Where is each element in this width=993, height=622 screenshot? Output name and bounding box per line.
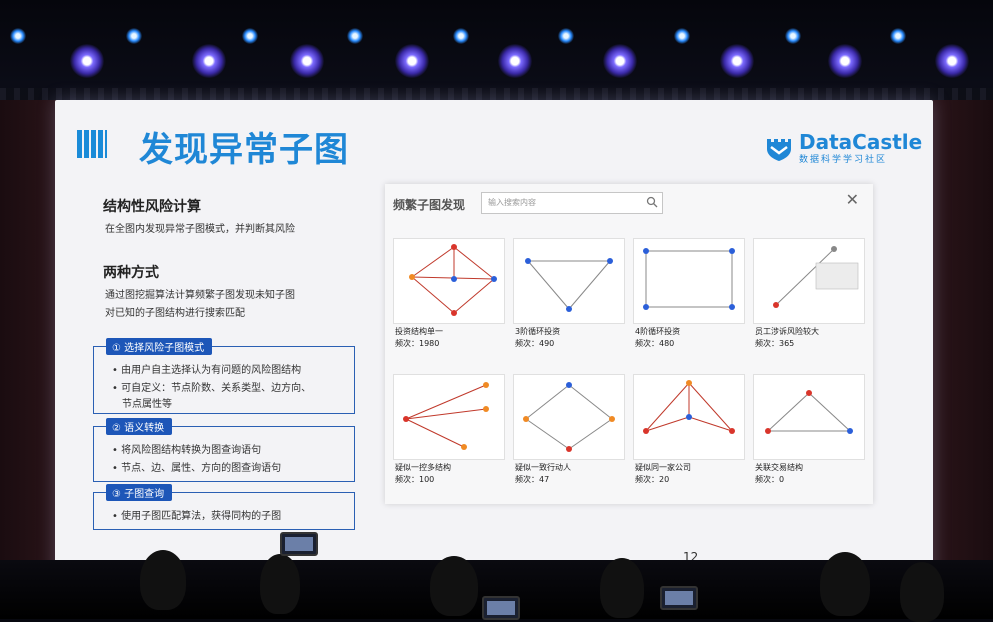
subgraph-name: 员工涉诉风险较大 (755, 327, 819, 336)
phone-icon (660, 586, 698, 610)
step-bullet: 节点属性等 (122, 399, 172, 410)
stage-light (453, 28, 469, 44)
slide-title: 发现异常子图 (139, 130, 349, 170)
subgraph-card[interactable] (753, 374, 865, 460)
step-box: ③ 子图查询 • 使用子图匹配算法，获得同构的子图 (93, 484, 355, 530)
subgraph-card[interactable] (633, 238, 745, 324)
step-bullet: • 将风险图结构转换为图查询语句 (112, 445, 262, 456)
step-label: ① 选择风险子图模式 (106, 338, 213, 355)
datacastle-logo: DataCastle 数据科学学习社区 (765, 130, 922, 165)
stage-light (347, 28, 363, 44)
phone-icon (482, 596, 520, 620)
search-placeholder: 输入搜索内容 (488, 198, 536, 207)
subgraph-card[interactable] (393, 374, 505, 460)
subgraph-diagram (525, 258, 613, 312)
step-box: ② 语义转换 • 将风险图结构转换为图查询语句 • 节点、边、属性、方向的图查询… (93, 418, 355, 482)
frequent-subgraph-panel: 频繁子图发现 输入搜索内容 ✕ 投资结构单一 频次：1980 (385, 184, 873, 504)
section-text: 通过图挖掘算法计算频繁子图发现未知子图 (105, 290, 295, 301)
stage-light (558, 28, 574, 44)
subgraph-diagram (773, 246, 859, 308)
stage-light (70, 44, 104, 78)
phone-icon (280, 532, 318, 556)
subgraph-diagram (523, 382, 615, 452)
subgraph-card[interactable] (513, 238, 625, 324)
stage-wall-right (933, 100, 993, 580)
stage-light (395, 44, 429, 78)
audience-head (600, 558, 644, 618)
stage-light (126, 28, 142, 44)
subgraph-count: 频次：490 (515, 339, 555, 348)
stage-light (603, 44, 637, 78)
stage-light (290, 44, 324, 78)
audience-head (260, 554, 300, 614)
search-icon[interactable] (646, 196, 658, 208)
stage-light (828, 44, 862, 78)
subgraph-count: 频次：100 (395, 475, 435, 484)
step-bullet: • 节点、边、属性、方向的图查询语句 (112, 463, 282, 474)
castle-icon (767, 138, 791, 161)
audience-head (820, 552, 870, 616)
step-bullet: • 由用户自主选择认为有问题的风险图结构 (112, 365, 302, 376)
search-input[interactable]: 输入搜索内容 (481, 192, 663, 214)
projection-screen: 发现异常子图 DataCastle 数据科学学习社区 结构性风险计算 在全图内发… (55, 100, 933, 585)
subgraph-name: 疑似一致行动人 (515, 463, 571, 472)
section-heading: 结构性风险计算 (103, 199, 201, 215)
subgraph-card[interactable] (633, 374, 745, 460)
stage-wall-left (0, 100, 60, 580)
subgraph-name: 3阶循环投资 (515, 327, 561, 336)
logo-name: DataCastle (799, 130, 923, 154)
section-text: 在全图内发现异常子图模式，并判断其风险 (105, 224, 295, 235)
panel-title: 频繁子图发现 (393, 198, 466, 212)
audience-head (140, 550, 186, 610)
stage-light (674, 28, 690, 44)
stage-light (890, 28, 906, 44)
step-bullet: • 可自定义：节点阶数、关系类型、边方向、 (112, 383, 312, 394)
subgraph-name: 4阶循环投资 (635, 327, 681, 336)
subgraph-name: 疑似一控多结构 (395, 463, 451, 472)
audience-silhouettes (0, 532, 993, 622)
subgraph-count: 频次：480 (635, 339, 675, 348)
stage-light (935, 44, 969, 78)
stage-truss (0, 88, 993, 100)
section-text: 对已知的子图结构进行搜索匹配 (105, 308, 245, 319)
subgraph-diagram (643, 248, 735, 310)
subgraph-diagram (765, 390, 853, 434)
subgraph-diagram (403, 382, 489, 450)
stage-light (242, 28, 258, 44)
subgraph-diagram (409, 244, 497, 316)
subgraph-name: 关联交易结构 (755, 463, 803, 472)
subgraph-card[interactable] (393, 238, 505, 324)
logo-subtitle: 数据科学学习社区 (799, 155, 888, 165)
close-icon[interactable]: ✕ (845, 190, 859, 209)
stage-light (720, 44, 754, 78)
subgraph-diagram (643, 380, 735, 434)
step-bullet: • 使用子图匹配算法，获得同构的子图 (112, 511, 282, 522)
stage-light (785, 28, 801, 44)
stage-lighting-rig (0, 0, 993, 100)
step-label: ② 语义转换 (106, 418, 173, 435)
subgraph-count: 频次：0 (755, 475, 785, 484)
subgraph-count: 频次：20 (635, 475, 670, 484)
step-box: ① 选择风险子图模式 • 由用户自主选择认为有问题的风险图结构 • 可自定义：节… (93, 338, 355, 414)
stage-light (10, 28, 26, 44)
subgraph-card[interactable] (513, 374, 625, 460)
section-heading: 两种方式 (103, 265, 159, 281)
audience-head (430, 556, 478, 616)
title-decoration (77, 130, 107, 158)
subgraph-name: 投资结构单一 (395, 327, 443, 336)
step-label: ③ 子图查询 (106, 484, 173, 501)
subgraph-card[interactable] (753, 238, 865, 324)
audience-head (900, 562, 944, 622)
stage-light (498, 44, 532, 78)
subgraph-count: 频次：47 (515, 475, 550, 484)
subgraph-count: 频次：1980 (395, 339, 440, 348)
subgraph-name: 疑似同一家公司 (635, 463, 691, 472)
subgraph-count: 频次：365 (755, 339, 795, 348)
stage-light (192, 44, 226, 78)
